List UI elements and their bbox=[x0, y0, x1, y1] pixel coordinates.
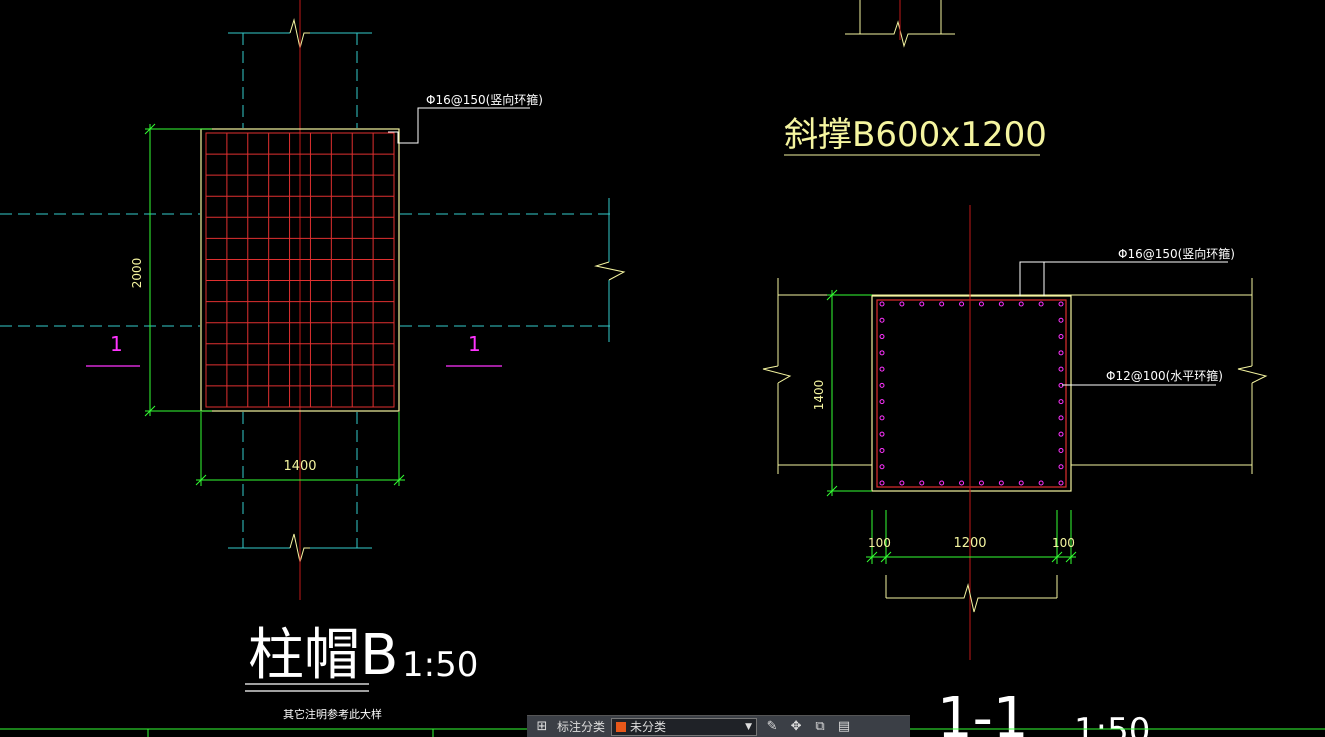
edit-icon[interactable]: ✎ bbox=[766, 718, 778, 734]
rebar-dot bbox=[879, 382, 885, 388]
rebar-dot bbox=[879, 334, 885, 340]
rebar-dot bbox=[879, 301, 885, 307]
section-width-dimension bbox=[866, 510, 1077, 564]
rebar-dot bbox=[919, 301, 925, 307]
rebar-dot bbox=[879, 447, 885, 453]
rebar-dot bbox=[879, 399, 885, 405]
annotation-toolbar: ⊞ 标注分类 未分类 ▼ ✎ ✥ ⧉ ▤ bbox=[527, 715, 910, 737]
rebar-dot bbox=[1018, 480, 1024, 486]
section-outline bbox=[871, 295, 1072, 492]
rebar-dot bbox=[1058, 447, 1064, 453]
rebar-dot bbox=[1058, 301, 1064, 307]
category-value: 未分类 bbox=[630, 720, 667, 734]
rebar-dot bbox=[1058, 399, 1064, 405]
category-dropdown[interactable]: 未分类 ▼ bbox=[611, 717, 758, 736]
category-color-swatch bbox=[616, 721, 627, 732]
copy-icon[interactable]: ⧉ bbox=[815, 718, 825, 734]
dim-right-text: 100 bbox=[1052, 536, 1075, 550]
rebar-grid-outline bbox=[205, 132, 395, 408]
rebar-dot bbox=[1058, 334, 1064, 340]
chevron-down-icon: ▼ bbox=[745, 721, 753, 732]
column-cap-outline bbox=[200, 128, 400, 412]
move-icon[interactable]: ✥ bbox=[790, 718, 802, 734]
rebar-dot bbox=[1018, 301, 1024, 307]
rebar-dot bbox=[998, 301, 1004, 307]
rebar-dot bbox=[978, 480, 984, 486]
width-dimension-text: 1400 bbox=[283, 459, 316, 474]
rebar-dot bbox=[959, 301, 965, 307]
rebar-dot bbox=[978, 301, 984, 307]
rebar-dot bbox=[1058, 415, 1064, 421]
rebar-dot bbox=[919, 480, 925, 486]
rebar-dot bbox=[998, 480, 1004, 486]
rebar-grid bbox=[205, 132, 395, 408]
height-dimension-text: 2000 bbox=[130, 258, 144, 289]
dim-left-text: 100 bbox=[868, 536, 891, 550]
top-callout-text: Φ16@150(竖向环箍) bbox=[1118, 246, 1235, 261]
rebar-dot bbox=[1058, 464, 1064, 470]
rebar-dot bbox=[899, 301, 905, 307]
paste-icon[interactable]: ▤ bbox=[837, 718, 851, 734]
section-height-dimension bbox=[826, 289, 872, 497]
top-break-element bbox=[845, 0, 955, 48]
rebar-dot bbox=[879, 464, 885, 470]
rebar-dot bbox=[879, 431, 885, 437]
section-scale: 1:50 bbox=[1074, 711, 1150, 737]
right-detail: 斜撑B600x1200 Φ16@150(竖向环箍) Φ12@100(水平环箍) bbox=[762, 0, 1268, 737]
rebar-dot bbox=[879, 317, 885, 323]
rebar-dot bbox=[879, 480, 885, 486]
section-mark-left: 1 bbox=[110, 332, 123, 356]
rebar-dot bbox=[1058, 366, 1064, 372]
rebar-dots bbox=[879, 301, 1064, 486]
rebar-dot bbox=[1058, 317, 1064, 323]
rebar-dot bbox=[1058, 480, 1064, 486]
rebar-dot bbox=[879, 415, 885, 421]
detail-scale: 1:50 bbox=[402, 645, 478, 685]
bottom-break bbox=[885, 575, 1058, 613]
rebar-dot bbox=[1038, 301, 1044, 307]
detail-title: 柱帽B bbox=[248, 623, 398, 688]
rebar-callout-leader bbox=[388, 107, 530, 144]
rebar-dot bbox=[899, 480, 905, 486]
rebar-dot bbox=[879, 350, 885, 356]
dim-mid-text: 1200 bbox=[953, 536, 986, 551]
section-mark-right: 1 bbox=[468, 332, 481, 356]
top-callout-leader bbox=[1019, 261, 1228, 296]
grid-icon[interactable]: ⊞ bbox=[536, 718, 548, 734]
height-dimension bbox=[144, 123, 212, 417]
side-callout-text: Φ12@100(水平环箍) bbox=[1106, 368, 1223, 383]
section-height-text: 1400 bbox=[812, 380, 826, 411]
rebar-dot bbox=[1058, 431, 1064, 437]
toolbar-label: 标注分类 bbox=[557, 720, 606, 734]
left-detail: Φ16@150(竖向环箍) 2000 1400 1 1 柱帽B 1:50 其它注… bbox=[0, 0, 626, 721]
rebar-callout-text: Φ16@150(竖向环箍) bbox=[426, 92, 543, 107]
brace-title: 斜撑B600x1200 bbox=[784, 115, 1047, 155]
brace-beam-outline bbox=[762, 278, 1268, 474]
detail-note: 其它注明参考此大样 bbox=[283, 707, 382, 721]
break-marks bbox=[228, 18, 626, 563]
rebar-dot bbox=[939, 301, 945, 307]
rebar-dot bbox=[959, 480, 965, 486]
beam-center-lines bbox=[0, 33, 610, 548]
stirrup-outline bbox=[876, 299, 1067, 488]
rebar-dot bbox=[939, 480, 945, 486]
rebar-dot bbox=[1058, 350, 1064, 356]
width-dimension bbox=[195, 412, 405, 486]
rebar-dot bbox=[1038, 480, 1044, 486]
rebar-dot bbox=[879, 366, 885, 372]
